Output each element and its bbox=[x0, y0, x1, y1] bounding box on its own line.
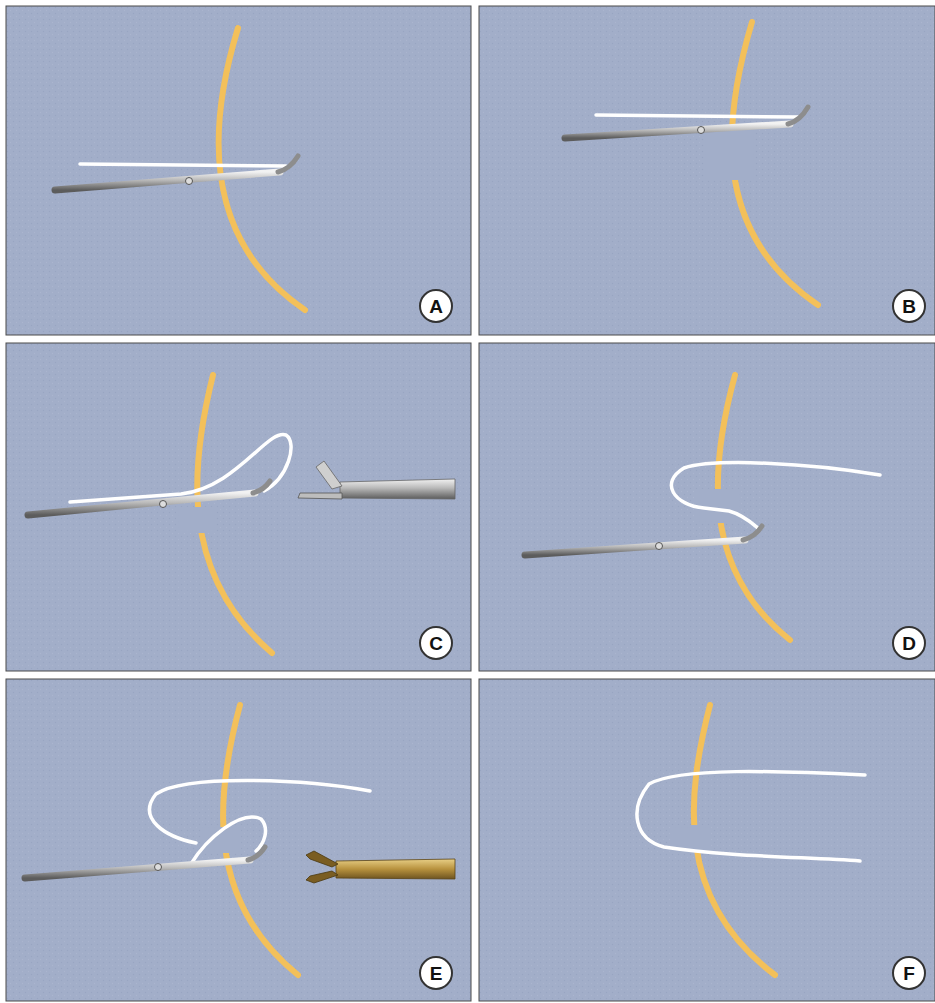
callout-circle: A bbox=[419, 289, 453, 323]
panel-e bbox=[6, 679, 471, 1001]
callout-circle: C bbox=[419, 626, 453, 660]
panel-b-part bbox=[704, 128, 754, 180]
panel-f-part bbox=[479, 679, 935, 1001]
panel-c-part bbox=[316, 461, 342, 489]
callout-letter: D bbox=[902, 634, 916, 653]
panel-b-part bbox=[596, 115, 799, 117]
panel-d bbox=[479, 343, 935, 671]
panel-f bbox=[479, 679, 935, 1001]
panel-b-part bbox=[788, 107, 808, 124]
panel-e-part bbox=[336, 859, 455, 879]
panel-c-part bbox=[298, 493, 342, 499]
panel-f-part bbox=[637, 772, 865, 861]
panel-a-part bbox=[278, 156, 298, 172]
callout-circle: F bbox=[892, 956, 926, 990]
callout-circle: D bbox=[892, 626, 926, 660]
panel-a-part bbox=[219, 28, 305, 310]
panel-a-part bbox=[80, 164, 286, 166]
panel-a bbox=[6, 6, 471, 335]
panel-d-part bbox=[743, 526, 762, 540]
panel-d-part bbox=[656, 543, 663, 550]
panel-b-part bbox=[479, 6, 935, 335]
callout-letter: A bbox=[429, 297, 443, 316]
panel-a-part bbox=[186, 178, 193, 185]
panel-a-part bbox=[6, 6, 471, 335]
panel-e-part bbox=[25, 860, 250, 878]
panel-b bbox=[479, 6, 935, 335]
panel-c-part bbox=[340, 479, 455, 499]
callout-circle: E bbox=[419, 956, 453, 990]
panel-e-part bbox=[306, 871, 338, 883]
panel-c-part bbox=[6, 343, 471, 671]
panel-a-part bbox=[55, 172, 280, 190]
panel-e-part bbox=[248, 847, 265, 860]
callout-letter: E bbox=[430, 964, 443, 983]
callout-letter: C bbox=[429, 634, 443, 653]
panel-e-part bbox=[155, 864, 162, 871]
panel-d-part bbox=[671, 463, 880, 529]
panel-b-part bbox=[565, 124, 790, 138]
panel-d-part bbox=[479, 343, 935, 671]
panel-d-part bbox=[525, 540, 745, 555]
panel-e-part bbox=[150, 780, 370, 843]
panel-c-part bbox=[253, 481, 270, 493]
callout-letter: B bbox=[902, 297, 916, 316]
panel-c bbox=[6, 343, 471, 671]
panel-c-part bbox=[70, 434, 291, 502]
panel-c-part bbox=[160, 501, 167, 508]
panel-b-part bbox=[698, 127, 705, 134]
callout-circle: B bbox=[892, 289, 926, 323]
panel-c-part bbox=[28, 493, 255, 515]
panel-e-part bbox=[6, 679, 471, 1001]
panel-c-part bbox=[176, 507, 216, 533]
panel-e-part bbox=[191, 817, 265, 864]
callout-letter: F bbox=[903, 964, 915, 983]
panel-e-part bbox=[306, 851, 338, 867]
